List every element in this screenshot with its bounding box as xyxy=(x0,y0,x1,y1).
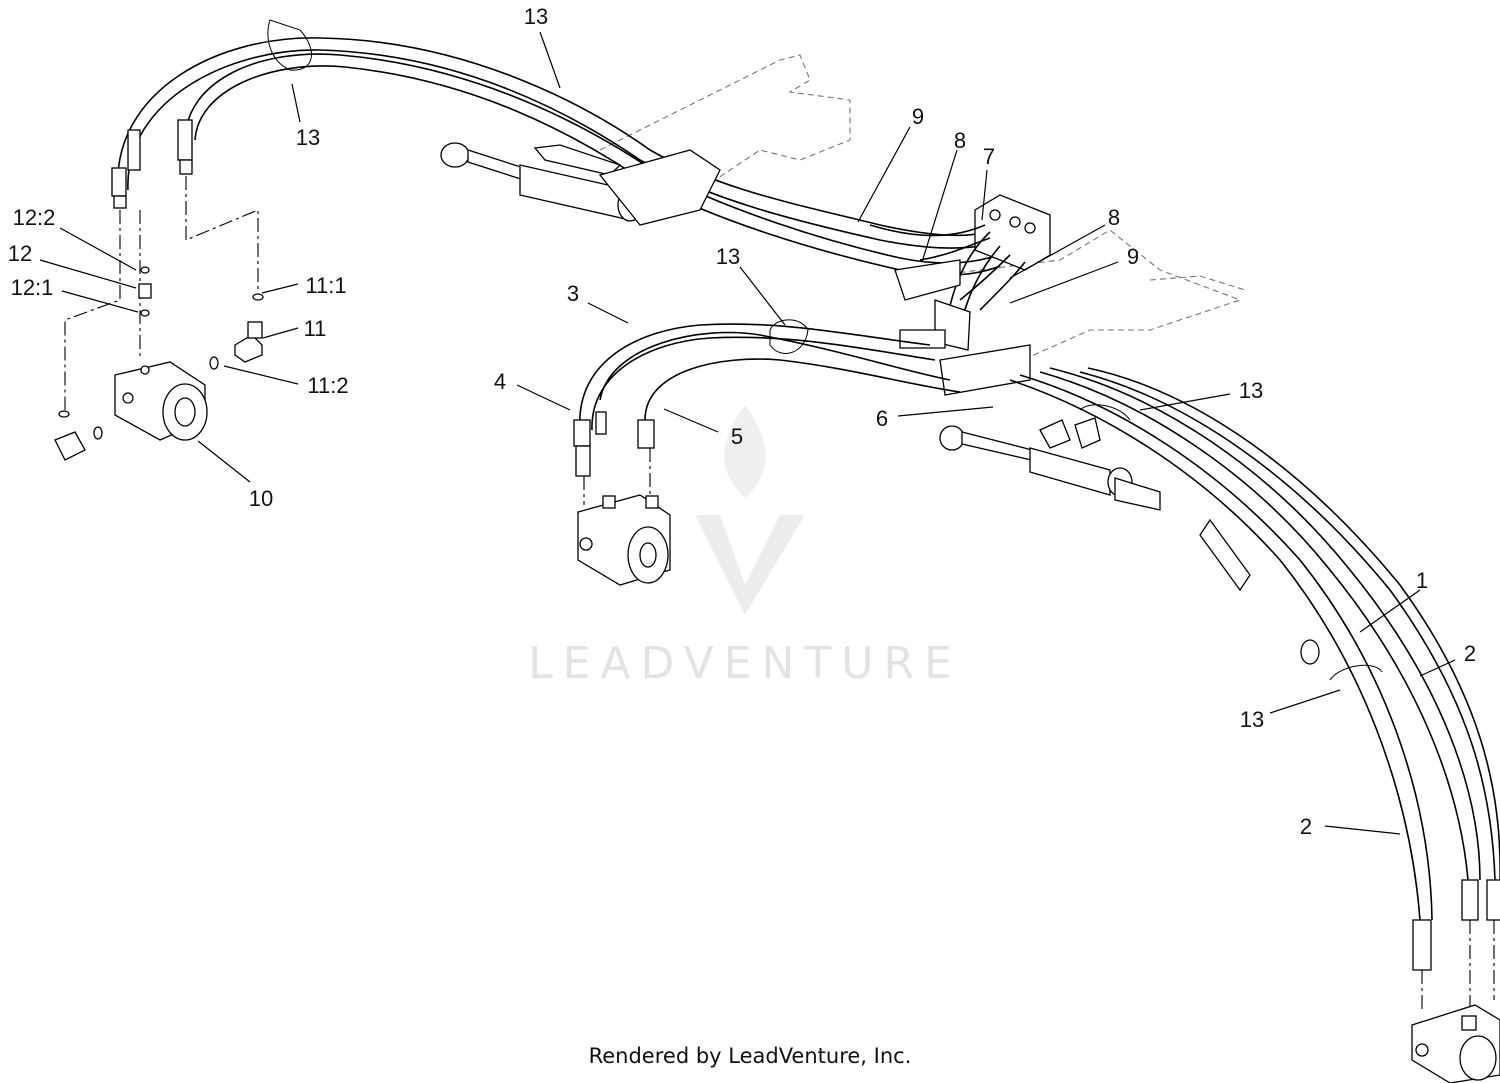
callout-13-lower: 13 xyxy=(1240,707,1264,732)
callout-8-right: 8 xyxy=(1108,205,1120,230)
install-lines-pump-lower xyxy=(1421,920,1495,1012)
callout-1: 1 xyxy=(1416,568,1428,593)
callout-9-upper: 9 xyxy=(912,104,924,129)
watermark-logo: LEADVENTURE xyxy=(528,405,962,689)
callout-13-top: 13 xyxy=(524,4,548,29)
render-credit: Rendered by LeadVenture, Inc. xyxy=(588,1044,912,1068)
callout-11-2: 11:2 xyxy=(307,373,348,398)
lift-cylinder-lower xyxy=(939,417,1161,511)
callout-4: 4 xyxy=(494,369,506,394)
callout-2-lower: 2 xyxy=(1300,814,1312,839)
callout-7: 7 xyxy=(983,144,995,169)
fitting-12 xyxy=(138,266,152,317)
hose-bundle-middle xyxy=(573,319,961,477)
watermark-text: LEADVENTURE xyxy=(528,638,962,689)
mount-bracket xyxy=(894,259,1031,396)
frame-outline xyxy=(599,54,1246,371)
elbow-fitting-11 xyxy=(209,293,264,370)
callout-10: 10 xyxy=(249,486,273,511)
gear-pump-middle xyxy=(577,494,671,586)
leader-lines xyxy=(39,31,1456,835)
callout-13-middle: 13 xyxy=(716,244,740,269)
callout-13-upper-left: 13 xyxy=(296,125,320,150)
callout-9-right: 9 xyxy=(1127,244,1139,269)
callout-6: 6 xyxy=(876,406,888,431)
callout-5: 5 xyxy=(731,424,743,449)
callout-12-1: 12:1 xyxy=(11,275,54,300)
callout-11: 11 xyxy=(304,316,327,341)
hoses-8-9 xyxy=(869,224,1026,311)
callout-labels: 13 13 9 8 7 8 9 13 3 4 5 6 13 1 2 13 2 1… xyxy=(8,4,1476,839)
gear-pump-10 xyxy=(54,361,208,461)
gear-pump-lower xyxy=(1411,1004,1500,1083)
lift-cylinder-upper xyxy=(440,142,721,226)
install-lines-pump-middle xyxy=(583,448,651,505)
callout-8-upper: 8 xyxy=(954,128,966,153)
hose-bundle-lower xyxy=(1009,367,1500,971)
callout-12: 12 xyxy=(8,241,32,266)
callout-2-upper: 2 xyxy=(1464,641,1476,666)
callout-11-1: 11:1 xyxy=(305,273,346,298)
callout-12-2: 12:2 xyxy=(13,205,56,230)
callout-3: 3 xyxy=(567,281,579,306)
callout-13-right: 13 xyxy=(1239,378,1263,403)
